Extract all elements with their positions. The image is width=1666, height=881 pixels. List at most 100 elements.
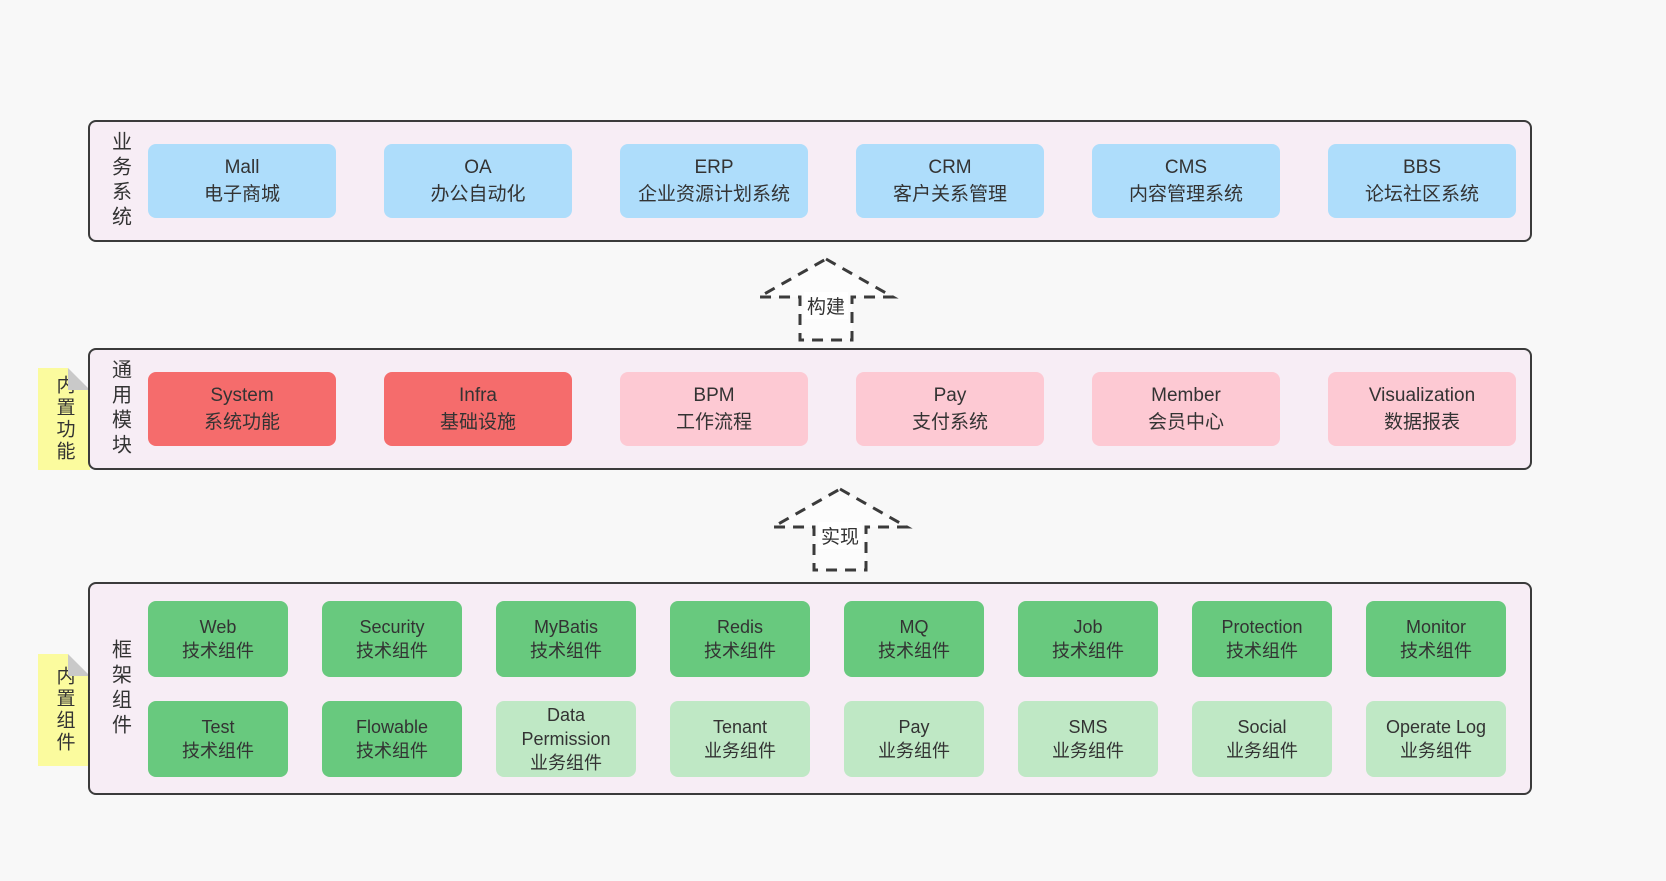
box-title: MyBatis bbox=[533, 616, 598, 637]
box-social: Social 业务组件 bbox=[1192, 700, 1332, 777]
box-title: Operate Log bbox=[1385, 716, 1487, 737]
box-desc: 业务组件 bbox=[1400, 740, 1472, 761]
box-title: Redis bbox=[716, 616, 764, 637]
box-title: Social bbox=[1237, 716, 1287, 737]
framework-components-row-2: Test 技术组件 Flowable 技术组件 Data Permission … bbox=[148, 700, 1506, 777]
box-member: Member 会员中心 bbox=[1092, 372, 1280, 446]
box-title: MQ bbox=[899, 616, 929, 637]
box-desc: 业务组件 bbox=[1226, 740, 1298, 761]
box-title: BBS bbox=[1402, 157, 1442, 178]
box-desc: 数据报表 bbox=[1383, 412, 1460, 433]
box-title: Job bbox=[1073, 616, 1103, 637]
box-mall: Mall 电子商城 bbox=[148, 144, 336, 218]
box-mybatis: MyBatis 技术组件 bbox=[496, 600, 636, 677]
box-desc: 业务组件 bbox=[704, 740, 776, 761]
box-desc: 技术组件 bbox=[1052, 640, 1124, 661]
box-desc: 会员中心 bbox=[1147, 412, 1224, 433]
panel-label-framework-components: 框架组件 bbox=[108, 638, 131, 739]
panel-common-modules: 通用模块 System 系统功能 Infra 基础设施 BPM 工作流程 Pay… bbox=[88, 348, 1532, 470]
box-desc: 技术组件 bbox=[356, 740, 428, 761]
box-cms: CMS 内容管理系统 bbox=[1092, 144, 1280, 218]
box-desc: 系统功能 bbox=[203, 412, 280, 433]
box-desc: 技术组件 bbox=[356, 640, 428, 661]
box-bpm: BPM 工作流程 bbox=[620, 372, 808, 446]
box-title: Flowable bbox=[355, 716, 429, 737]
box-sms: SMS 业务组件 bbox=[1018, 700, 1158, 777]
box-pay-component: Pay 业务组件 bbox=[844, 700, 984, 777]
box-bbs: BBS 论坛社区系统 bbox=[1328, 144, 1516, 218]
box-desc: 技术组件 bbox=[182, 740, 254, 761]
box-title: ERP bbox=[694, 157, 734, 178]
box-web: Web 技术组件 bbox=[148, 600, 288, 677]
box-title: Web bbox=[199, 616, 237, 637]
arrow-build-label: 构建 bbox=[803, 292, 849, 319]
arrow-build: 构建 bbox=[751, 256, 901, 344]
box-test: Test 技术组件 bbox=[148, 700, 288, 777]
box-desc: 业务组件 bbox=[878, 740, 950, 761]
box-title: Protection bbox=[1221, 616, 1303, 637]
box-mq: MQ 技术组件 bbox=[844, 600, 984, 677]
box-title: Monitor bbox=[1405, 616, 1467, 637]
box-title: Tenant bbox=[712, 716, 768, 737]
box-desc: 技术组件 bbox=[1226, 640, 1298, 661]
box-desc: 技术组件 bbox=[704, 640, 776, 661]
sticky-note-builtin-features: 内置功能 bbox=[38, 368, 90, 470]
panel-label-common-modules: 通用模块 bbox=[108, 359, 131, 459]
box-title: Data Permission bbox=[521, 704, 611, 749]
box-desc: 办公自动化 bbox=[430, 184, 526, 205]
box-desc: 论坛社区系统 bbox=[1364, 184, 1479, 205]
box-redis: Redis 技术组件 bbox=[670, 600, 810, 677]
arrow-implement-label: 实现 bbox=[817, 522, 863, 549]
box-title: Pay bbox=[898, 716, 930, 737]
arrow-implement: 实现 bbox=[765, 486, 915, 574]
business-systems-row: Mall 电子商城 OA 办公自动化 ERP 企业资源计划系统 CRM 客户关系… bbox=[148, 144, 1516, 218]
box-desc: 基础设施 bbox=[439, 412, 516, 433]
box-desc: 电子商城 bbox=[203, 184, 280, 205]
box-oa: OA 办公自动化 bbox=[384, 144, 572, 218]
box-title: System bbox=[210, 385, 274, 406]
box-tenant: Tenant 业务组件 bbox=[670, 700, 810, 777]
box-title: OA bbox=[464, 157, 492, 178]
box-desc: 业务组件 bbox=[530, 752, 602, 773]
box-desc: 技术组件 bbox=[182, 640, 254, 661]
box-desc: 客户关系管理 bbox=[892, 184, 1007, 205]
box-protection: Protection 技术组件 bbox=[1192, 600, 1332, 677]
box-title: Visualization bbox=[1368, 385, 1476, 406]
box-desc: 内容管理系统 bbox=[1128, 184, 1243, 205]
panel-label-business-systems: 业务系统 bbox=[108, 131, 131, 231]
box-data-permission: Data Permission 业务组件 bbox=[496, 700, 636, 777]
box-title: BPM bbox=[693, 385, 735, 406]
box-title: Infra bbox=[458, 385, 498, 406]
box-desc: 企业资源计划系统 bbox=[637, 184, 790, 205]
panel-business-systems: 业务系统 Mall 电子商城 OA 办公自动化 ERP 企业资源计划系统 CRM… bbox=[88, 120, 1532, 242]
box-job: Job 技术组件 bbox=[1018, 600, 1158, 677]
box-monitor: Monitor 技术组件 bbox=[1366, 600, 1506, 677]
box-erp: ERP 企业资源计划系统 bbox=[620, 144, 808, 218]
box-title: SMS bbox=[1068, 716, 1108, 737]
box-title: Pay bbox=[933, 385, 967, 406]
box-system: System 系统功能 bbox=[148, 372, 336, 446]
box-title: Mall bbox=[224, 157, 260, 178]
box-visualization: Visualization 数据报表 bbox=[1328, 372, 1516, 446]
panel-framework-components: 框架组件 Web 技术组件 Security 技术组件 MyBatis 技术组件… bbox=[88, 582, 1532, 795]
sticky-note-builtin-components: 内置组件 bbox=[38, 654, 90, 766]
sticky-note-label: 内置组件 bbox=[53, 666, 75, 754]
box-infra: Infra 基础设施 bbox=[384, 372, 572, 446]
box-pay-module: Pay 支付系统 bbox=[856, 372, 1044, 446]
box-desc: 技术组件 bbox=[1400, 640, 1472, 661]
box-title: Test bbox=[201, 716, 235, 737]
box-desc: 工作流程 bbox=[675, 412, 752, 433]
sticky-note-label: 内置功能 bbox=[53, 375, 75, 463]
common-modules-row: System 系统功能 Infra 基础设施 BPM 工作流程 Pay 支付系统… bbox=[148, 372, 1516, 446]
box-security: Security 技术组件 bbox=[322, 600, 462, 677]
box-operate-log: Operate Log 业务组件 bbox=[1366, 700, 1506, 777]
box-desc: 支付系统 bbox=[911, 412, 988, 433]
box-title: Member bbox=[1151, 385, 1221, 406]
box-crm: CRM 客户关系管理 bbox=[856, 144, 1044, 218]
box-desc: 技术组件 bbox=[530, 640, 602, 661]
box-title: CMS bbox=[1164, 157, 1208, 178]
box-title: Security bbox=[359, 616, 425, 637]
box-desc: 技术组件 bbox=[878, 640, 950, 661]
box-title: CRM bbox=[928, 157, 972, 178]
